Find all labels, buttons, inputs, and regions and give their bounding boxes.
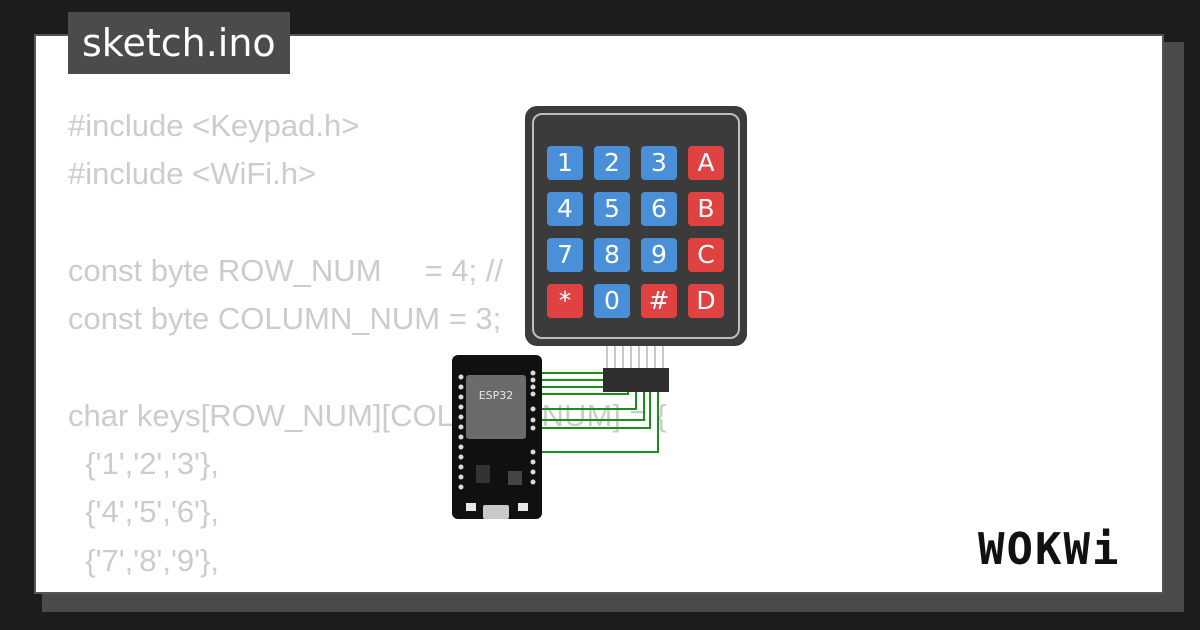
membrane-keypad[interactable]: 1 2 3 A 4 5 6 B 7 8 9 C * 0 # D (525, 106, 747, 346)
key-5[interactable]: 5 (594, 192, 630, 226)
key-9[interactable]: 9 (641, 238, 677, 272)
keypad-pin (606, 346, 608, 376)
key-2[interactable]: 2 (594, 146, 630, 180)
wire (538, 392, 659, 453)
key-7[interactable]: 7 (547, 238, 583, 272)
key-star[interactable]: * (547, 284, 583, 318)
code-line: const byte ROW_NUM = 4; // (68, 252, 503, 288)
wire (538, 392, 651, 429)
keypad-pin (614, 346, 616, 376)
keypad-pin (622, 346, 624, 376)
chip-label: ESP32 (478, 389, 514, 402)
esp32-board[interactable]: ESP32 (452, 355, 542, 519)
code-block: #include <Keypad.h> #include <WiFi.h> cons… (68, 102, 667, 592)
board-details (458, 370, 536, 511)
keypad-pin (638, 346, 640, 376)
keypad-header (603, 368, 669, 392)
key-d[interactable]: D (688, 284, 724, 318)
code-line: {'*','0','#'} (68, 585, 667, 592)
code-line: #include <WiFi.h> (68, 156, 317, 192)
key-a[interactable]: A (688, 146, 724, 180)
usb-port (483, 505, 509, 519)
code-line: {'4','5','6'}, (68, 494, 220, 530)
keypad-pin (646, 346, 648, 376)
wire (538, 392, 645, 421)
key-c[interactable]: C (688, 238, 724, 272)
key-b[interactable]: B (688, 192, 724, 226)
keypad-pin (654, 346, 656, 376)
key-4[interactable]: 4 (547, 192, 583, 226)
key-0[interactable]: 0 (594, 284, 630, 318)
key-6[interactable]: 6 (641, 192, 677, 226)
code-line: {'7','8','9'}, (68, 542, 220, 578)
keypad-frame: 1 2 3 A 4 5 6 B 7 8 9 C * 0 # D (532, 113, 740, 339)
file-title: sketch.ino (68, 12, 290, 74)
code-line: {'1','2','3'}, (68, 446, 220, 482)
keypad-pin (630, 346, 632, 376)
key-hash[interactable]: # (641, 284, 677, 318)
code-line: #include <Keypad.h> (68, 108, 360, 143)
code-line: const byte COLUMN_NUM = 3; (68, 301, 502, 337)
key-8[interactable]: 8 (594, 238, 630, 272)
esp32-module: ESP32 (466, 375, 526, 439)
key-3[interactable]: 3 (641, 146, 677, 180)
key-1[interactable]: 1 (547, 146, 583, 180)
wire (538, 376, 613, 381)
keypad-pin (662, 346, 664, 376)
wokwi-logo[interactable]: WOKWi (978, 524, 1121, 575)
wire (538, 392, 637, 410)
